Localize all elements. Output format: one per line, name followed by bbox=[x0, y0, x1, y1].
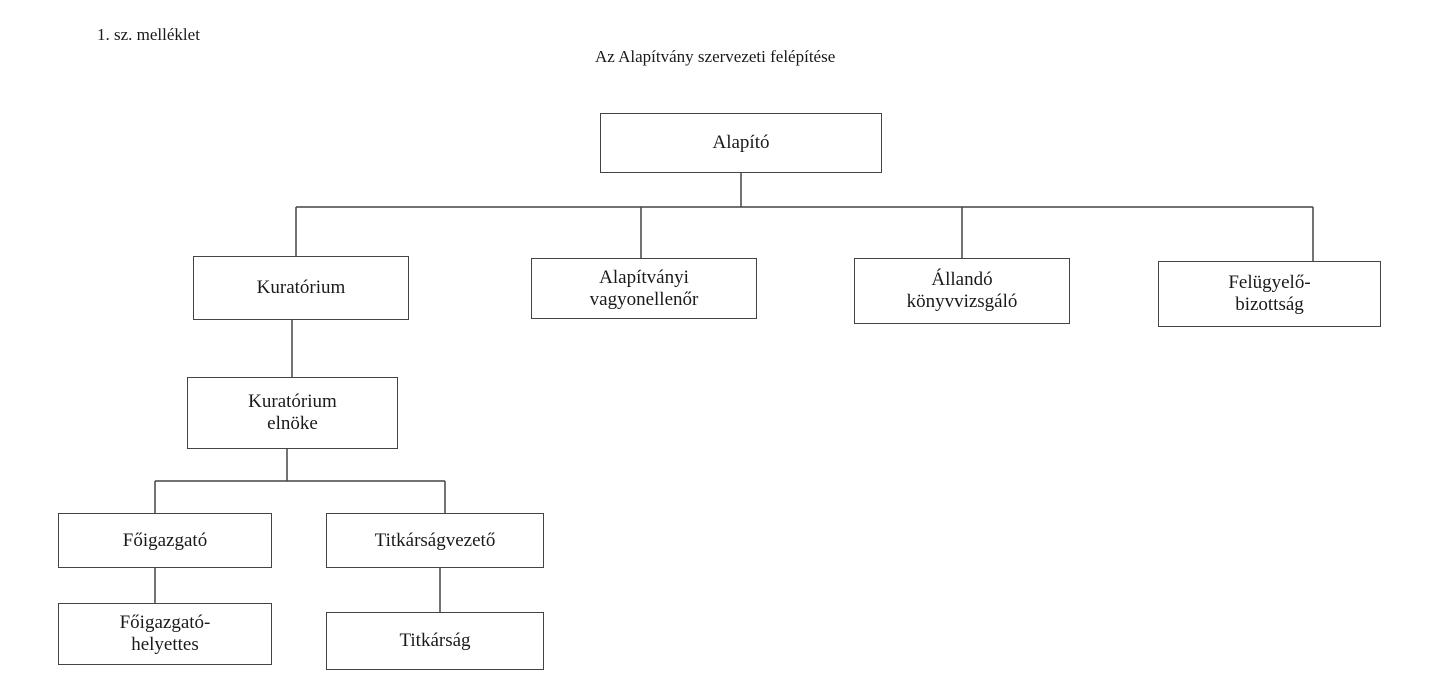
node-label: Kuratórium bbox=[256, 277, 346, 298]
node-deputy-director-general: Főigazgató-helyettes bbox=[58, 603, 272, 665]
node-label: vagyonellenőr bbox=[589, 288, 699, 310]
node-supervisory-board: Felügyelő-bizottság bbox=[1158, 261, 1381, 327]
diagram-title: Az Alapítvány szervezeti felépítése bbox=[595, 47, 836, 66]
node-label: Titkárság bbox=[399, 630, 471, 651]
node-label: bizottság bbox=[1235, 294, 1304, 315]
node-director-general: Főigazgató bbox=[58, 513, 272, 568]
node-label: Kuratórium bbox=[248, 391, 337, 412]
node-board: Kuratórium bbox=[193, 256, 409, 320]
node-label: Alapítványi bbox=[599, 266, 689, 288]
node-label: helyettes bbox=[131, 634, 199, 655]
node-secretariat-head: Titkárságvezető bbox=[326, 513, 544, 568]
node-secretariat: Titkárság bbox=[326, 612, 544, 670]
annex-label: 1. sz. melléklet bbox=[97, 25, 200, 44]
node-label: Főigazgató bbox=[122, 529, 208, 551]
node-label: könyvvizsgáló bbox=[906, 291, 1018, 312]
node-label: Alapító bbox=[712, 132, 770, 153]
node-founder: Alapító bbox=[600, 113, 882, 173]
node-label: Állandó bbox=[931, 269, 993, 290]
node-label: elnöke bbox=[267, 413, 318, 434]
node-label: Főigazgató- bbox=[119, 612, 211, 633]
node-label: Titkárságvezető bbox=[374, 529, 496, 551]
node-label: Felügyelő- bbox=[1228, 272, 1311, 293]
